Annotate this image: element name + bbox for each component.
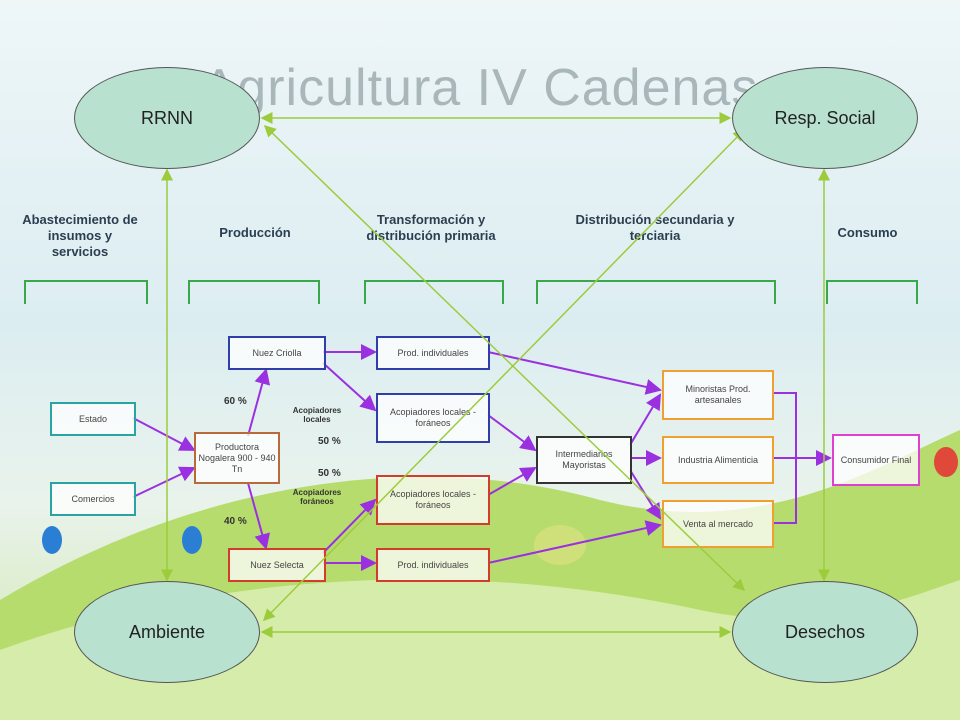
egg-red — [934, 447, 958, 477]
stage-header-consumo: Consumo — [837, 225, 898, 240]
node-rrnn-label: RRNN — [141, 107, 193, 128]
node-ambiente: Ambiente — [74, 581, 260, 683]
slide-title: Agricultura IV Cadenas — [201, 59, 759, 117]
egg-blue — [42, 526, 62, 554]
node-desechos-label: Desechos — [784, 621, 866, 642]
stage-header-abastecimiento: Abastecimiento de insumos y servicios — [22, 212, 138, 259]
connector-rrnn-desechos — [263, 124, 746, 592]
label-40-percent: 40 % — [224, 516, 247, 527]
node-rrnn: RRNN — [74, 67, 260, 169]
node-resp-social: Resp. Social — [732, 67, 918, 169]
connector-ambiente-respsocial — [262, 128, 746, 622]
box-comercios: Comercios — [50, 482, 136, 516]
bracket-abastecimiento — [24, 280, 148, 304]
box-consumidor-final: Consumidor Final — [832, 434, 920, 486]
egg-blue-2 — [182, 526, 202, 554]
box-estado: Estado — [50, 402, 136, 436]
node-desechos: Desechos — [732, 581, 918, 683]
label-60-percent: 60 % — [224, 396, 247, 407]
node-ambiente-label: Ambiente — [128, 621, 206, 642]
node-resp-social-label: Resp. Social — [774, 107, 876, 128]
